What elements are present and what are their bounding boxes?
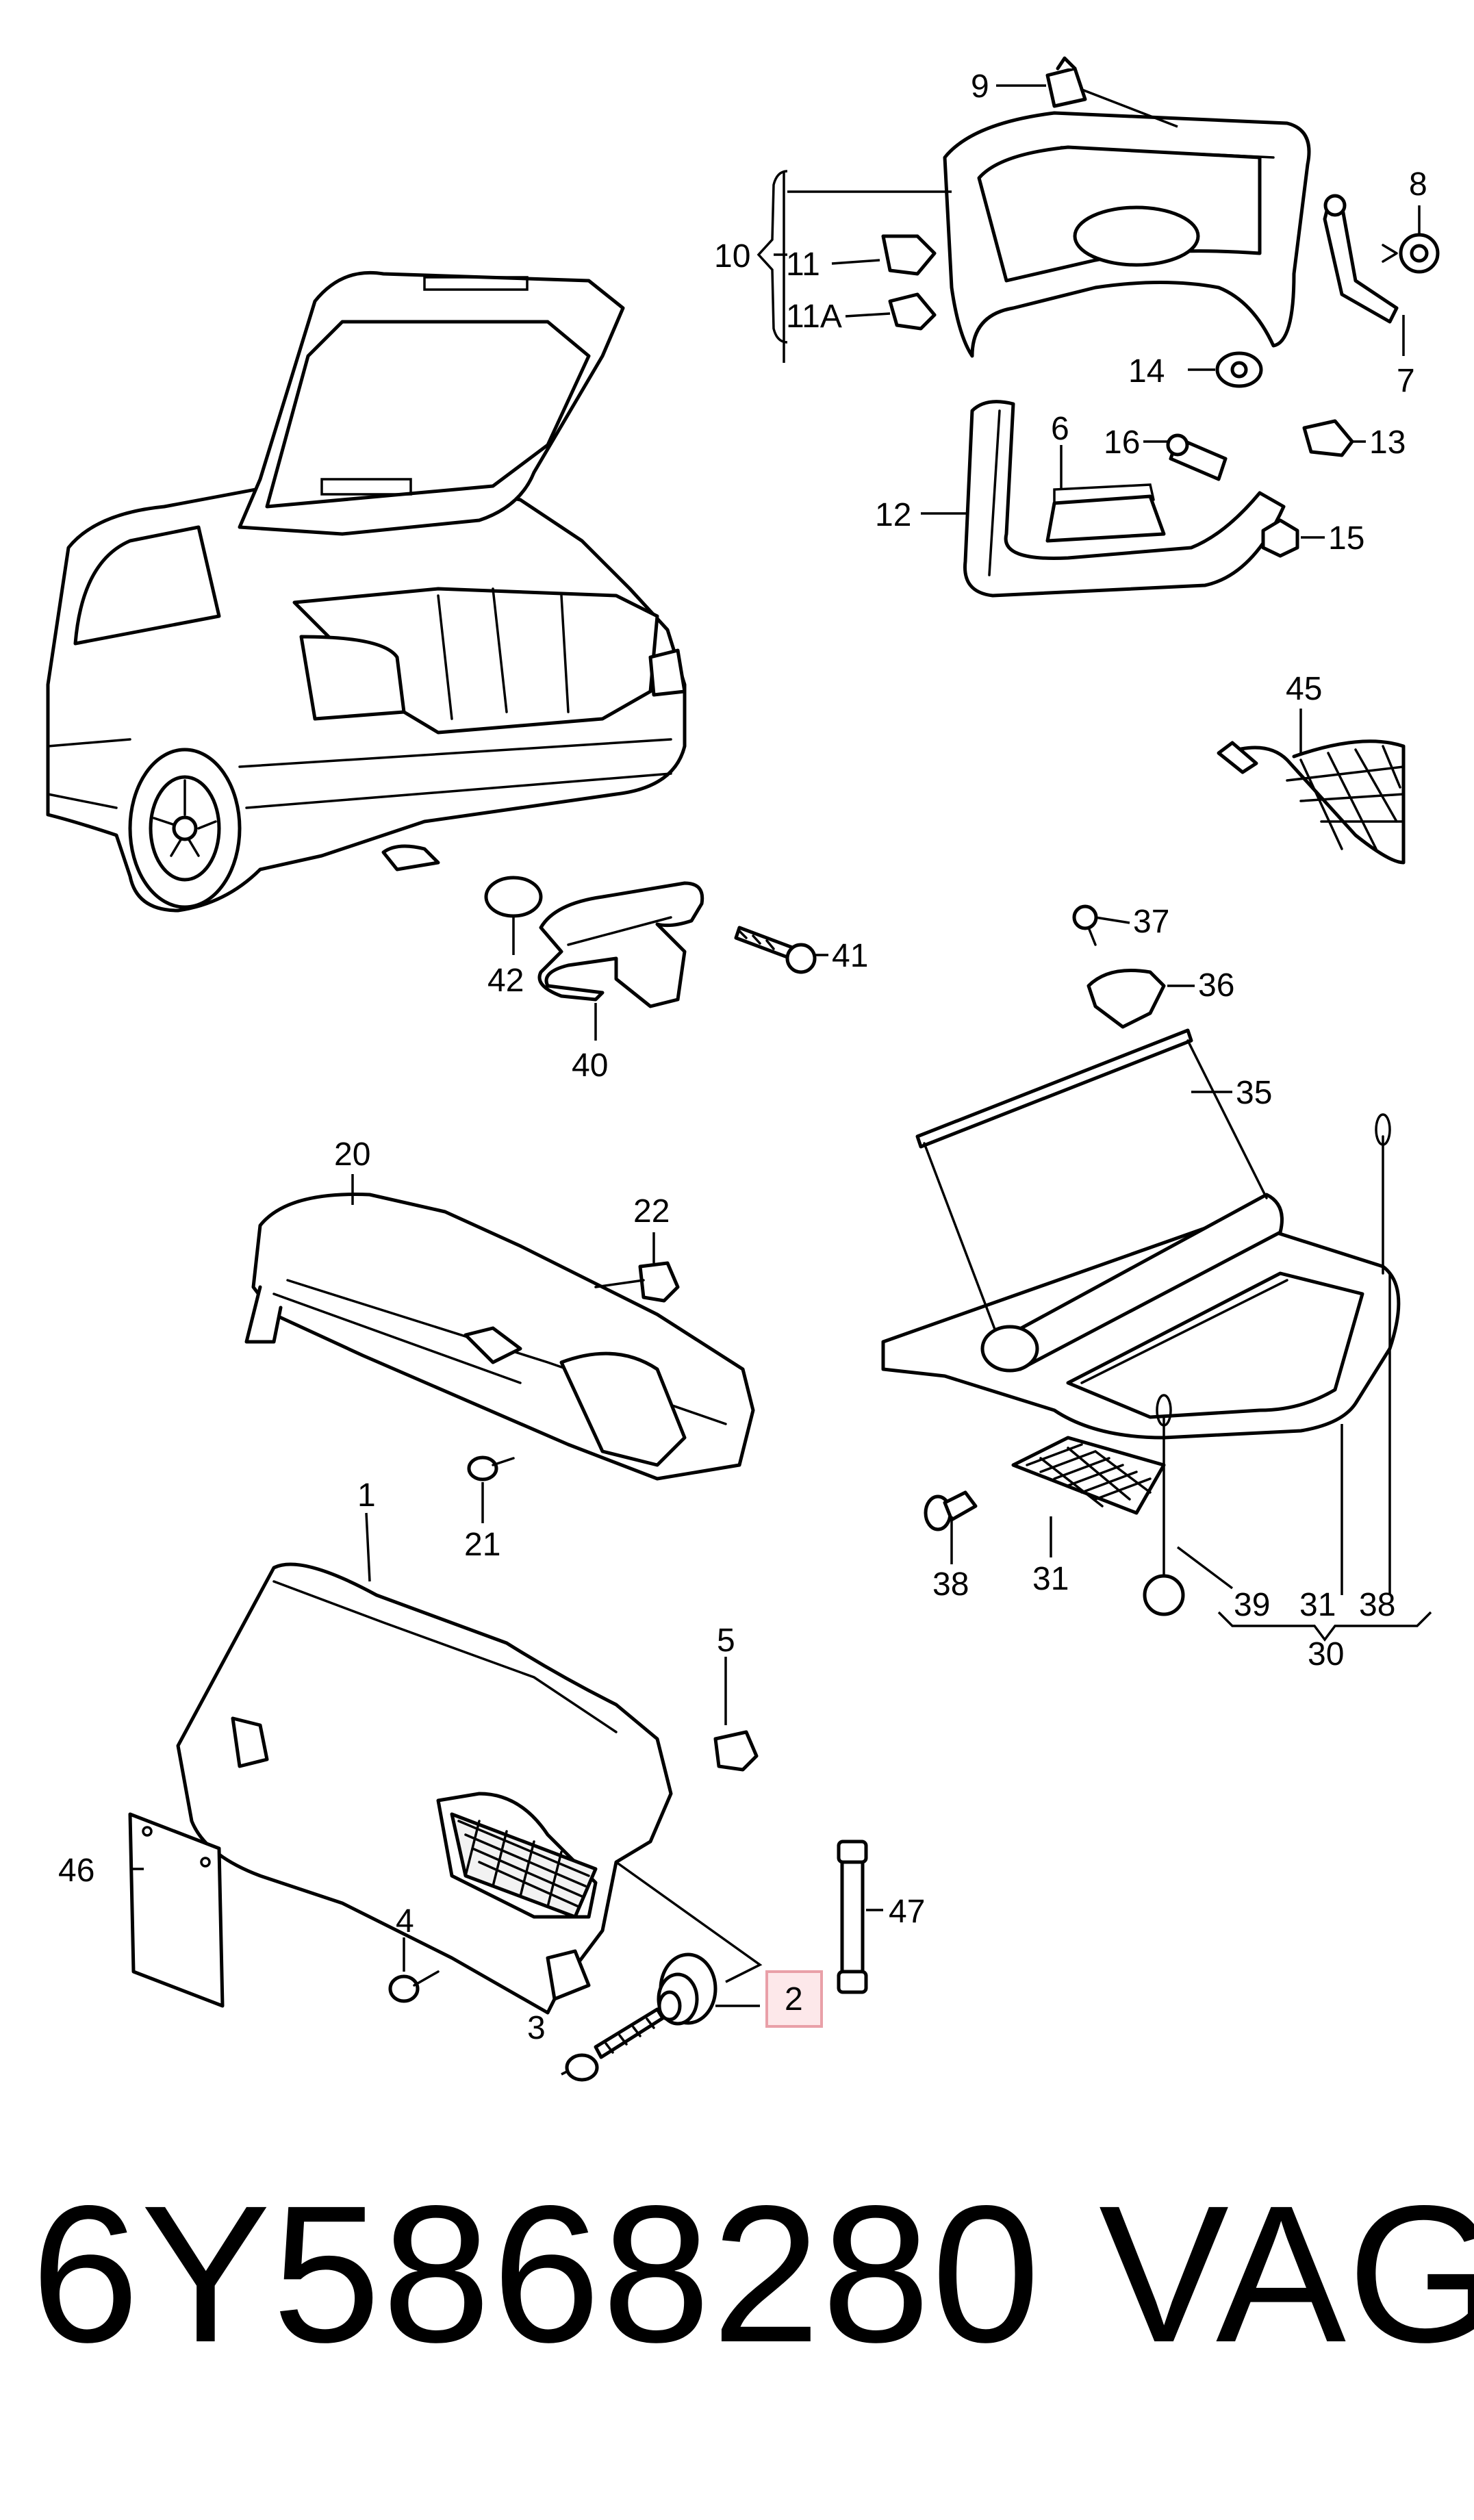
callout-40: 40: [572, 1047, 608, 1084]
roller-blind-35: [915, 1028, 1284, 1373]
side-trim-1: [176, 1562, 673, 2015]
screw-41: [734, 926, 817, 974]
clip-9: [1045, 56, 1087, 108]
bracket-36: [1087, 969, 1166, 1029]
callout-36: 36: [1198, 967, 1234, 1004]
callout-42: 42: [487, 963, 524, 999]
callout-35: 35: [1236, 1075, 1272, 1111]
strap-cord: [1375, 1113, 1391, 1275]
callout-46: 46: [58, 1853, 94, 1889]
callout-4: 4: [396, 1903, 414, 1939]
callout-21: 21: [464, 1527, 500, 1563]
screw-4: [388, 1970, 440, 2003]
callout-12: 12: [875, 497, 911, 533]
strap-39: [1143, 1394, 1185, 1616]
callout-15: 15: [1328, 520, 1364, 557]
clip-22: [594, 1261, 680, 1303]
handle-trim-12: [963, 400, 1286, 598]
callout-20: 20: [334, 1136, 370, 1173]
callout-3: 3: [527, 2010, 546, 2046]
clip-11a: [888, 292, 937, 331]
callout-41: 41: [832, 938, 868, 974]
highlighted-callout-2[interactable]: 2: [765, 1970, 823, 2028]
part-number: 6Y5868280: [31, 2165, 1042, 2383]
callout-31-grille: 31: [1032, 1561, 1069, 1597]
cap-14: [1215, 351, 1263, 388]
grommet-2: [657, 1952, 717, 2026]
hook-40: [537, 881, 704, 1008]
highlight-box: [765, 1970, 823, 2028]
brand-name: VAG: [1099, 2165, 1474, 2383]
callout-16: 16: [1104, 424, 1140, 461]
clip-11: [881, 234, 937, 276]
callout-38-group: 38: [1359, 1587, 1395, 1623]
bracket-7: [1323, 194, 1399, 324]
callout-45: 45: [1286, 671, 1322, 707]
grille-31: [1011, 1436, 1166, 1515]
callout-9: 9: [971, 68, 989, 105]
cargo-net-45: [1217, 739, 1406, 865]
rod-47: [837, 1840, 868, 1994]
callout-39: 39: [1234, 1587, 1270, 1623]
callout-labels: 9 8 10 11 11A 7 14 6 16 13 12 15 45 42 4…: [58, 68, 1427, 2046]
leader-lines: [130, 84, 1432, 2076]
clip-5: [713, 1730, 759, 1772]
clip-13: [1302, 419, 1354, 457]
screw-3: [565, 2007, 665, 2082]
screw-21: [467, 1455, 515, 1481]
callout-38-knob: 38: [932, 1566, 969, 1603]
callout-8: 8: [1409, 166, 1427, 203]
callout-7: 7: [1397, 363, 1415, 399]
callout-10: 10: [714, 238, 750, 275]
knob-38: [924, 1490, 978, 1531]
cap-42: [484, 876, 543, 918]
callout-6: 6: [1051, 411, 1069, 447]
callout-22: 22: [633, 1193, 670, 1230]
callout-31-group: 31: [1299, 1587, 1336, 1623]
car-illustration: [46, 270, 687, 913]
parcel-shelf-30: [881, 1217, 1401, 1440]
callout-47: 47: [889, 1894, 925, 1930]
screw-37: [1072, 904, 1098, 946]
callout-11a: 11A: [786, 298, 842, 335]
trunk-lid-trim: [943, 111, 1311, 358]
lock-cylinder-16: [1166, 433, 1228, 481]
label-plate-6: [1053, 483, 1155, 505]
callout-5: 5: [717, 1622, 735, 1659]
callout-30: 30: [1308, 1636, 1344, 1672]
callout-14: 14: [1128, 353, 1165, 390]
callout-1: 1: [357, 1477, 376, 1514]
nut-15: [1261, 518, 1299, 558]
bolt-8: [1382, 233, 1440, 274]
callout-37: 37: [1133, 904, 1169, 940]
callout-2: 2: [785, 1981, 803, 2018]
panel-46: [128, 1812, 225, 2008]
shelf-trim-20: [244, 1193, 755, 1481]
callout-11: 11: [786, 246, 820, 283]
callout-13: 13: [1369, 424, 1406, 461]
